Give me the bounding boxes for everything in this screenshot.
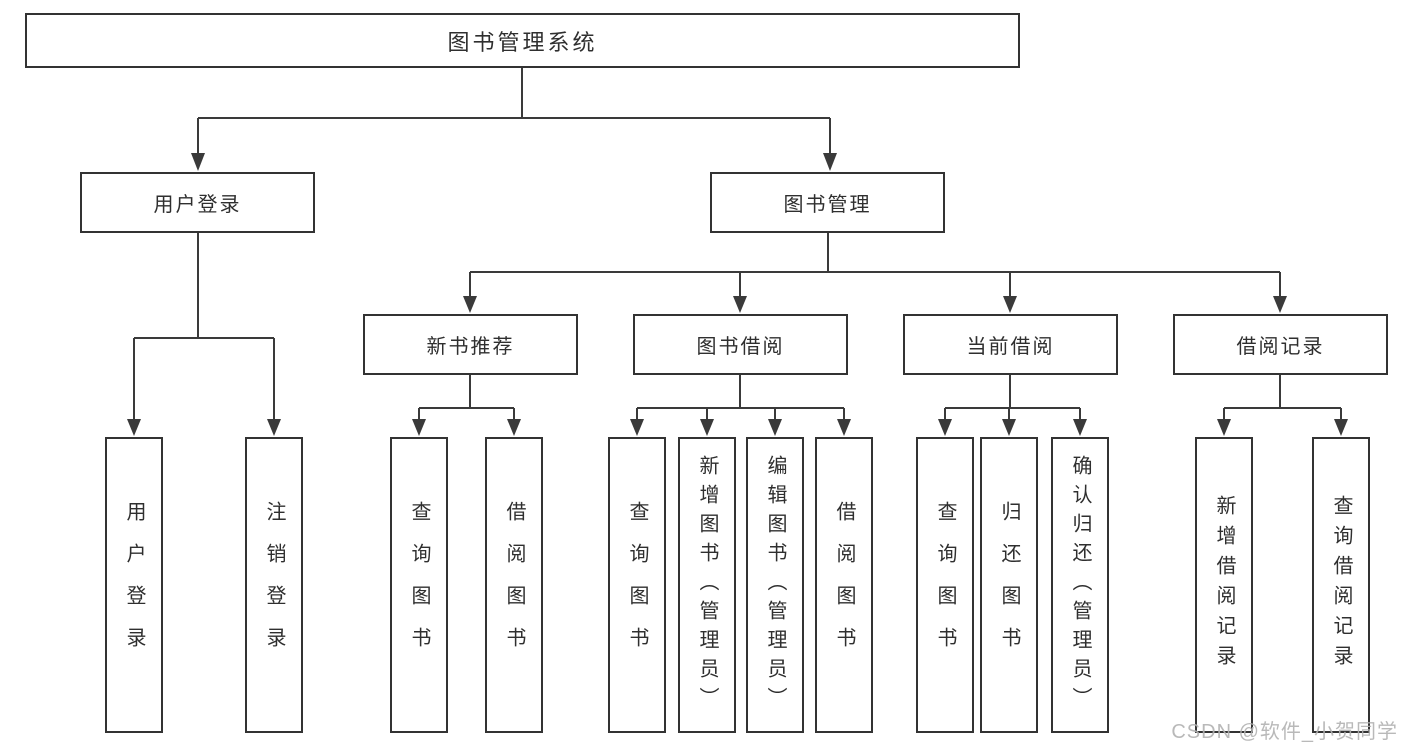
node-borrow-record: 借阅记录 <box>1173 314 1388 375</box>
leaf-add-book-admin: 新增图书（管理员） <box>678 437 736 733</box>
leaf-edit-book-admin: 编辑图书（管理员） <box>746 437 804 733</box>
node-new-book-recommend: 新书推荐 <box>363 314 578 375</box>
leaf-current-query-book: 查询图书 <box>916 437 974 733</box>
leaf-borrow-query-book: 查询图书 <box>608 437 666 733</box>
leaf-recommend-borrow-book: 借阅图书 <box>485 437 543 733</box>
leaf-return-book: 归还图书 <box>980 437 1038 733</box>
leaf-query-borrow-record: 查询借阅记录 <box>1312 437 1370 733</box>
node-system-root: 图书管理系统 <box>25 13 1020 68</box>
leaf-logout: 注销登录 <box>245 437 303 733</box>
node-book-borrow: 图书借阅 <box>633 314 848 375</box>
leaf-user-login: 用户登录 <box>105 437 163 733</box>
node-book-management: 图书管理 <box>710 172 945 233</box>
csdn-watermark: CSDN @软件_小贺同学 <box>1171 721 1398 743</box>
node-user-login: 用户登录 <box>80 172 315 233</box>
leaf-add-borrow-record: 新增借阅记录 <box>1195 437 1253 733</box>
leaf-recommend-query-book: 查询图书 <box>390 437 448 733</box>
leaf-confirm-return-admin: 确认归还（管理员） <box>1051 437 1109 733</box>
node-current-borrow: 当前借阅 <box>903 314 1118 375</box>
leaf-borrow-book: 借阅图书 <box>815 437 873 733</box>
